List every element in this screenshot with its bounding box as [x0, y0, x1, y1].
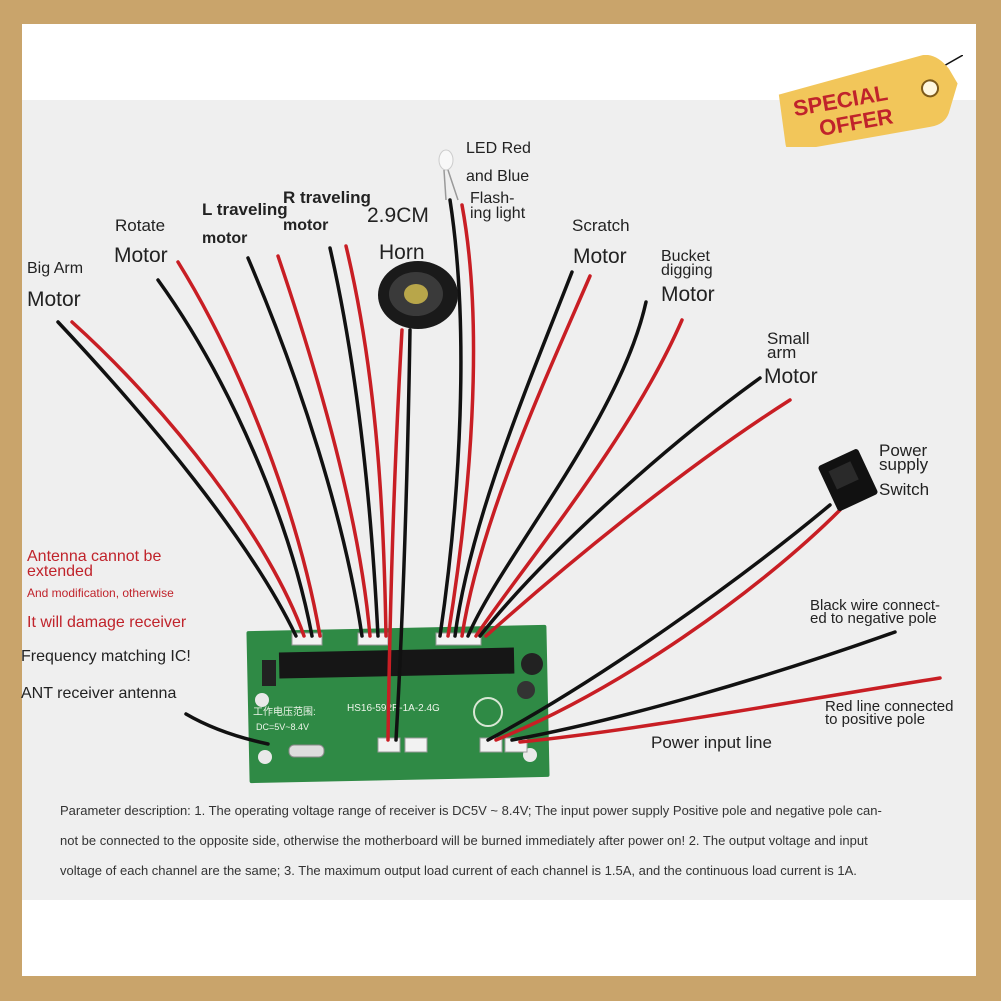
rotate-motor-label: Motor — [114, 244, 168, 267]
special-offer-badge: SPECIAL OFFER — [778, 55, 963, 147]
horn-label: Horn — [379, 241, 425, 264]
power-supply-label-1: Power — [879, 441, 928, 460]
bucket-label-2: digging — [661, 262, 713, 279]
antenna-warning-4: It will damage receiver — [27, 614, 187, 631]
led-label-3: Flash- — [470, 190, 515, 207]
bucket-label-1: Bucket — [661, 248, 710, 265]
power-switch — [818, 449, 878, 511]
board-model: HS16-592R-1A-2.4G — [347, 703, 440, 714]
board-voltage-cn: 工作电压范围: — [253, 705, 316, 718]
parameter-description: Parameter description: 1. The operating … — [60, 796, 965, 886]
antenna-warning-3: And modification, otherwise — [27, 586, 174, 600]
scratch-label: Scratch — [572, 216, 630, 235]
small-arm-label-1: Small — [767, 329, 810, 348]
big-arm-label: Big Arm — [27, 260, 84, 277]
power-input-label: Power input line — [651, 733, 772, 752]
l-motor-label: motor — [202, 230, 248, 247]
power-switch-label: Switch — [879, 480, 930, 499]
scratch-motor-label: Motor — [573, 245, 627, 268]
ant-antenna-label: ANT receiver antenna — [21, 685, 177, 702]
frequency-matching-label: Frequency matching IC! — [21, 648, 191, 665]
black-wire-label-1: Black wire connect- — [810, 597, 941, 614]
l-traveling-label: L traveling — [202, 200, 288, 219]
r-traveling-label: R traveling — [283, 188, 371, 207]
r-motor-label: motor — [283, 217, 329, 234]
led-label-1: LED Red — [466, 140, 531, 157]
motor-wires — [56, 198, 942, 746]
antenna-warning-2: extended — [27, 563, 93, 580]
red-wire-label-1: Red line connected — [825, 698, 954, 715]
rotate-label: Rotate — [115, 216, 166, 235]
size-label: 2.9CM — [367, 204, 429, 227]
power-supply-label-2: supply — [879, 455, 929, 474]
parameter-line-1: Parameter description: 1. The operating … — [60, 803, 882, 818]
led-light — [438, 149, 459, 201]
horn-speaker — [378, 261, 458, 329]
red-wire-label-2: to positive pole — [825, 711, 926, 728]
big-arm-motor-label: Motor — [27, 288, 81, 311]
led-label-2: and Blue — [466, 168, 530, 185]
board-voltage: DC=5V~8.4V — [256, 722, 309, 732]
black-wire-label-2: ed to negative pole — [810, 610, 937, 627]
parameter-line-3: voltage of each channel are the same; 3.… — [60, 863, 857, 878]
parameter-line-2: not be connected to the opposite side, o… — [60, 833, 868, 848]
led-label-4: ing light — [470, 205, 526, 222]
small-arm-label-2: arm — [767, 343, 797, 362]
bucket-motor-label: Motor — [661, 283, 715, 306]
small-arm-motor-label: Motor — [764, 365, 818, 388]
antenna-warning-1: Antenna cannot be — [27, 548, 162, 565]
